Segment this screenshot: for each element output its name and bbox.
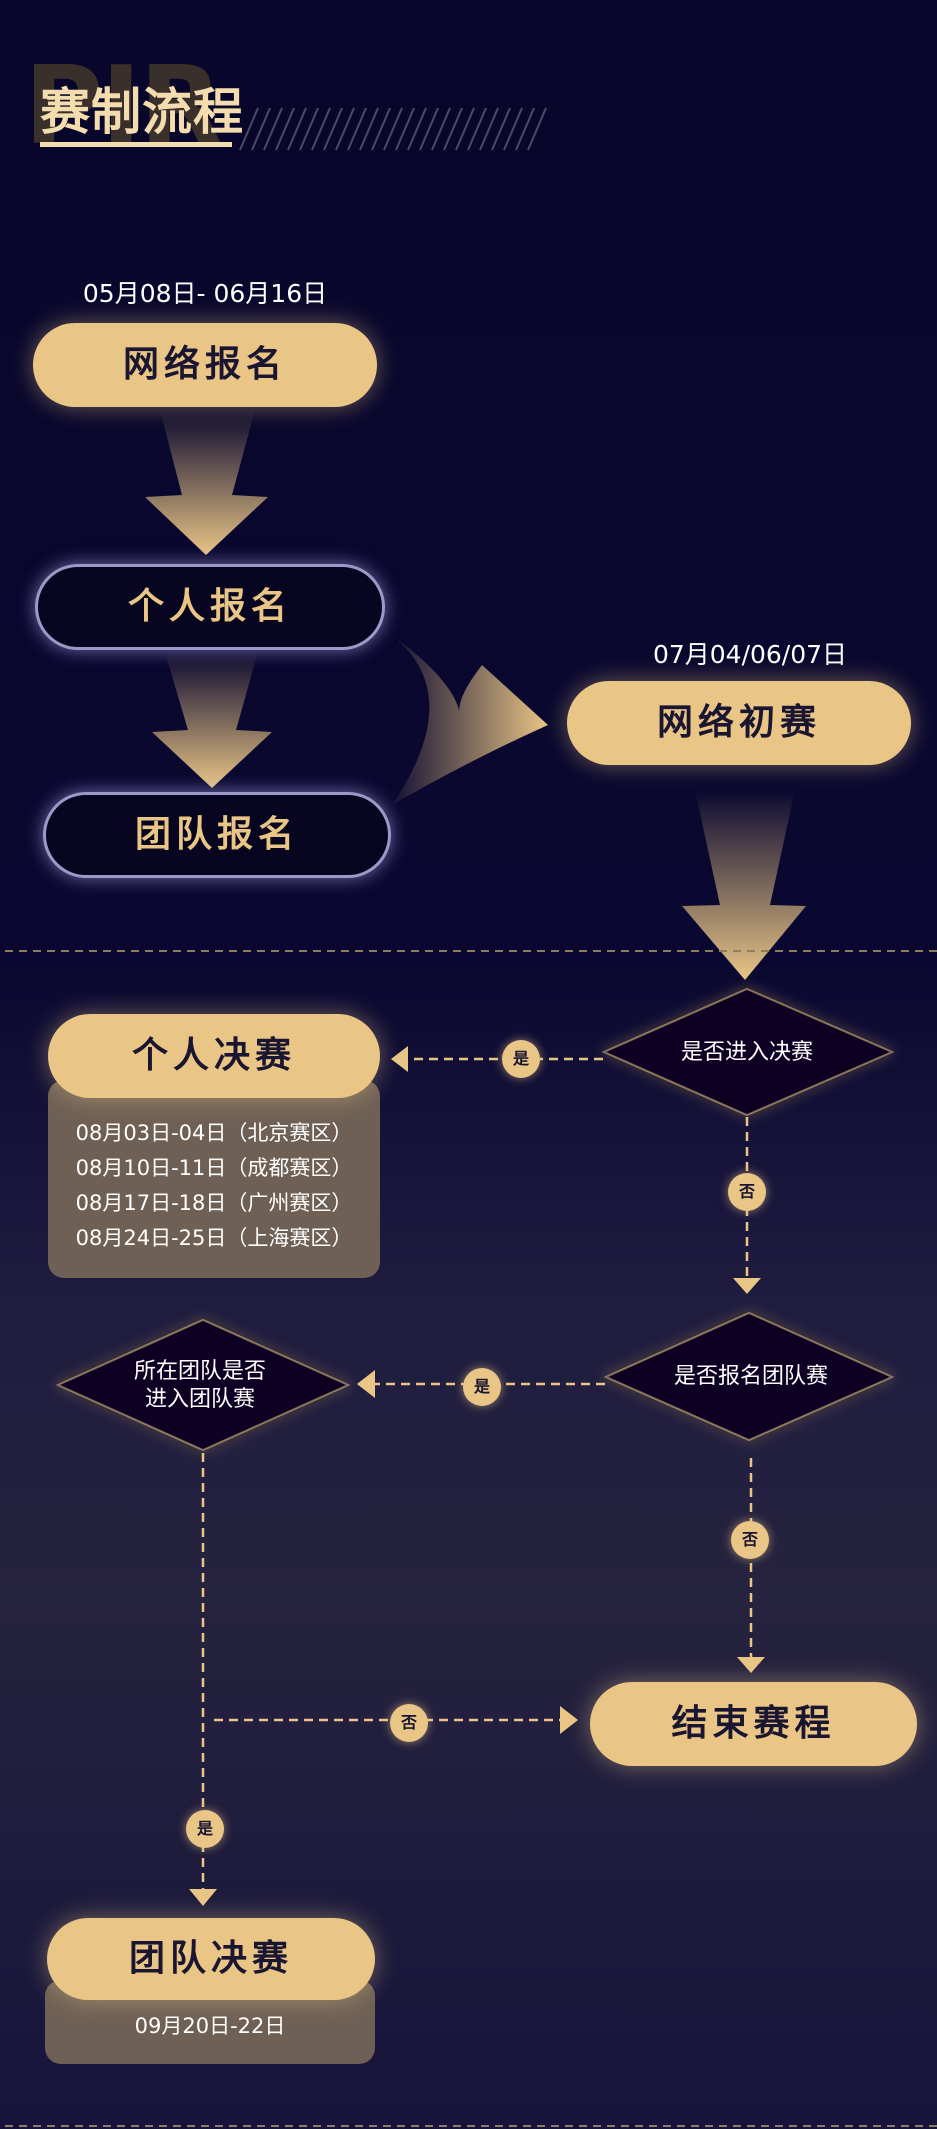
edge-no-badge: 否 (390, 1704, 428, 1742)
decision-team-signup-label: 是否报名团队赛 (673, 1364, 828, 1389)
team-final-date: 09月20日-22日 (134, 2014, 286, 2038)
individual-final-schedule: 08月03日-04日（北京赛区） 08月10日-11日（成都赛区） 08月17日… (48, 1080, 380, 1278)
decision-team-enter-diamond (55, 1318, 351, 1452)
arrowheads (189, 1046, 765, 1906)
schedule-row: 08月24日-25日（上海赛区） (75, 1226, 353, 1250)
edge-no-badge: 否 (728, 1173, 766, 1211)
decision-team-signup-diamond (603, 1311, 895, 1442)
arrow-signup-to-individual (145, 410, 268, 555)
edge-yes-badge: 是 (463, 1368, 501, 1406)
edge-yes-badge: 是 (502, 1040, 540, 1078)
team-final-pill[interactable]: 团队决赛 (47, 1918, 375, 2000)
arrow-preliminary-to-decision (682, 790, 806, 980)
signup-online-pill[interactable]: 网络报名 (33, 323, 377, 407)
edge-no-badge: 否 (731, 1521, 769, 1559)
arrow-individual-to-team (152, 652, 272, 788)
preliminary-pill[interactable]: 网络初赛 (567, 681, 911, 765)
end-pill[interactable]: 结束赛程 (590, 1682, 917, 1766)
header-hatch-decoration (239, 107, 547, 151)
individual-final-pill[interactable]: 个人决赛 (48, 1014, 380, 1098)
decision-team-enter-line1: 所在团队是否 (133, 1359, 266, 1384)
edge-yes-badge: 是 (186, 1810, 224, 1848)
signup-individual-pill[interactable]: 个人报名 (35, 564, 385, 650)
arrow-to-preliminary (385, 630, 548, 805)
preliminary-date: 07月04/06/07日 (652, 640, 848, 669)
decision-team-enter-label: 所在团队是否 进入团队赛 (90, 1358, 310, 1414)
signup-online-date: 05月08日- 06月16日 (82, 279, 328, 308)
signup-team-pill[interactable]: 团队报名 (43, 792, 391, 878)
schedule-row: 08月03日-04日（北京赛区） (75, 1121, 353, 1145)
decision-final-diamond (601, 987, 895, 1117)
decision-team-enter-line2: 进入团队赛 (144, 1387, 255, 1412)
schedule-row: 08月10日-11日（成都赛区） (75, 1156, 353, 1180)
title-underline (40, 142, 232, 147)
schedule-row: 08月17日-18日（广州赛区） (75, 1191, 353, 1215)
decision-final-label: 是否进入决赛 (680, 1040, 813, 1065)
page-title: 赛制流程 (40, 83, 244, 141)
